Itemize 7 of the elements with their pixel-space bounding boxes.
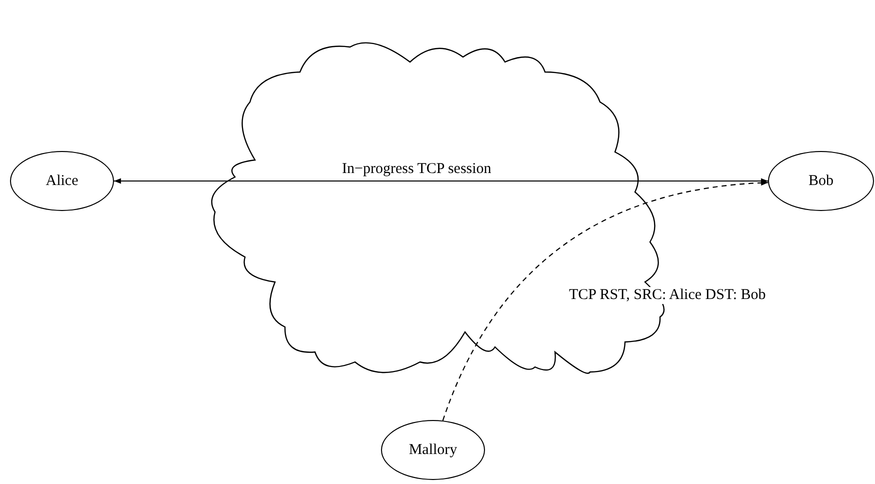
host-name: Bob — [808, 172, 834, 190]
host-name: Mallory — [408, 442, 458, 458]
double-headed-arrow — [114, 178, 768, 184]
edge-label: In−progress TCP session — [340, 161, 494, 178]
host-name: Alice — [46, 172, 78, 190]
edge-label: TCP RST, SRC: Alice DST: Bob — [567, 287, 768, 304]
dashed-arrow — [442, 180, 768, 421]
